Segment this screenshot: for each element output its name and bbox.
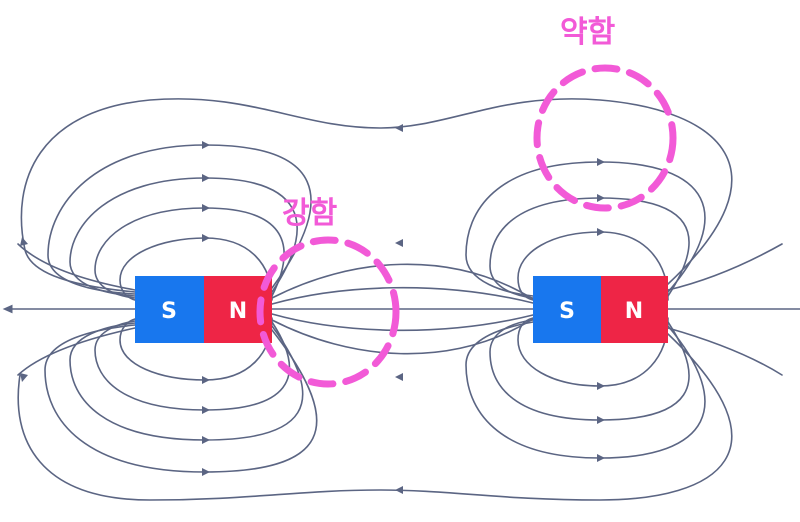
field-line-far-left-bottom [17, 327, 136, 376]
field-line-outer-top [20, 98, 733, 293]
magnet-right-north-pole [601, 276, 668, 343]
arrow-head [395, 373, 403, 381]
arrow-head [202, 204, 210, 212]
arrow-head [202, 234, 210, 242]
arrow-head [597, 158, 605, 166]
field-line-right-top-1 [517, 231, 669, 301]
magnet-left-s-label: S [161, 299, 177, 324]
arrow-head [597, 454, 605, 462]
arrow-head [597, 416, 605, 424]
magnet-left-n-label: N [229, 299, 247, 324]
field-line-left-bottom-1 [119, 317, 273, 381]
magnet-left-south-pole [135, 276, 204, 343]
field-line-far-right-bottom [667, 327, 783, 376]
arrow-head [202, 141, 210, 149]
arrow-head [395, 239, 403, 247]
field-line-left-bottom-3 [69, 322, 304, 441]
strong-region-circle [256, 236, 400, 388]
field-line-between-4 [271, 318, 534, 355]
annotation-weak: 약함 [533, 15, 677, 212]
arrow-head [202, 436, 210, 444]
magnet-right-south-pole [533, 276, 601, 343]
magnet-left: S N [135, 276, 272, 343]
field-line-between-2 [271, 313, 534, 332]
field-line-left-bottom-4 [44, 324, 318, 473]
arrow-head [202, 376, 210, 384]
arrow-head [202, 468, 210, 476]
field-line-left-bottom-2 [94, 320, 291, 411]
strong-label: 강함 [282, 196, 338, 231]
field-line-right-top-3 [465, 161, 706, 297]
field-line-far-right-top [667, 243, 783, 291]
field-line-outer-bottom [17, 333, 733, 501]
magnet-right-n-label: N [625, 299, 643, 324]
arrow-head [395, 124, 403, 132]
arrow-head [395, 486, 403, 494]
arrow-head [597, 194, 605, 202]
magnet-right: S N [533, 276, 668, 343]
annotation-strong: 강함 [256, 196, 400, 388]
arrow-head [597, 382, 605, 390]
direction-arrows [20, 124, 605, 494]
arrow-head [202, 406, 210, 414]
field-line-left-top-3 [69, 177, 298, 297]
weak-region-circle [533, 64, 677, 212]
field-line-right-bottom-1 [517, 317, 669, 387]
field-line-between-1 [271, 286, 534, 305]
field-lines [2, 98, 800, 501]
arrow-head [20, 373, 28, 382]
magnet-right-s-label: S [559, 299, 575, 324]
field-line-right-bottom-2 [489, 319, 690, 421]
arrow-head [20, 237, 28, 246]
weak-label: 약함 [560, 15, 616, 50]
field-line-between-3 [271, 263, 534, 300]
field-line-far-left-top [17, 243, 136, 291]
arrow-head [597, 228, 605, 236]
arrow-head [202, 174, 210, 182]
field-line-left-top-4 [47, 144, 312, 295]
field-line-right-top-2 [489, 197, 690, 299]
